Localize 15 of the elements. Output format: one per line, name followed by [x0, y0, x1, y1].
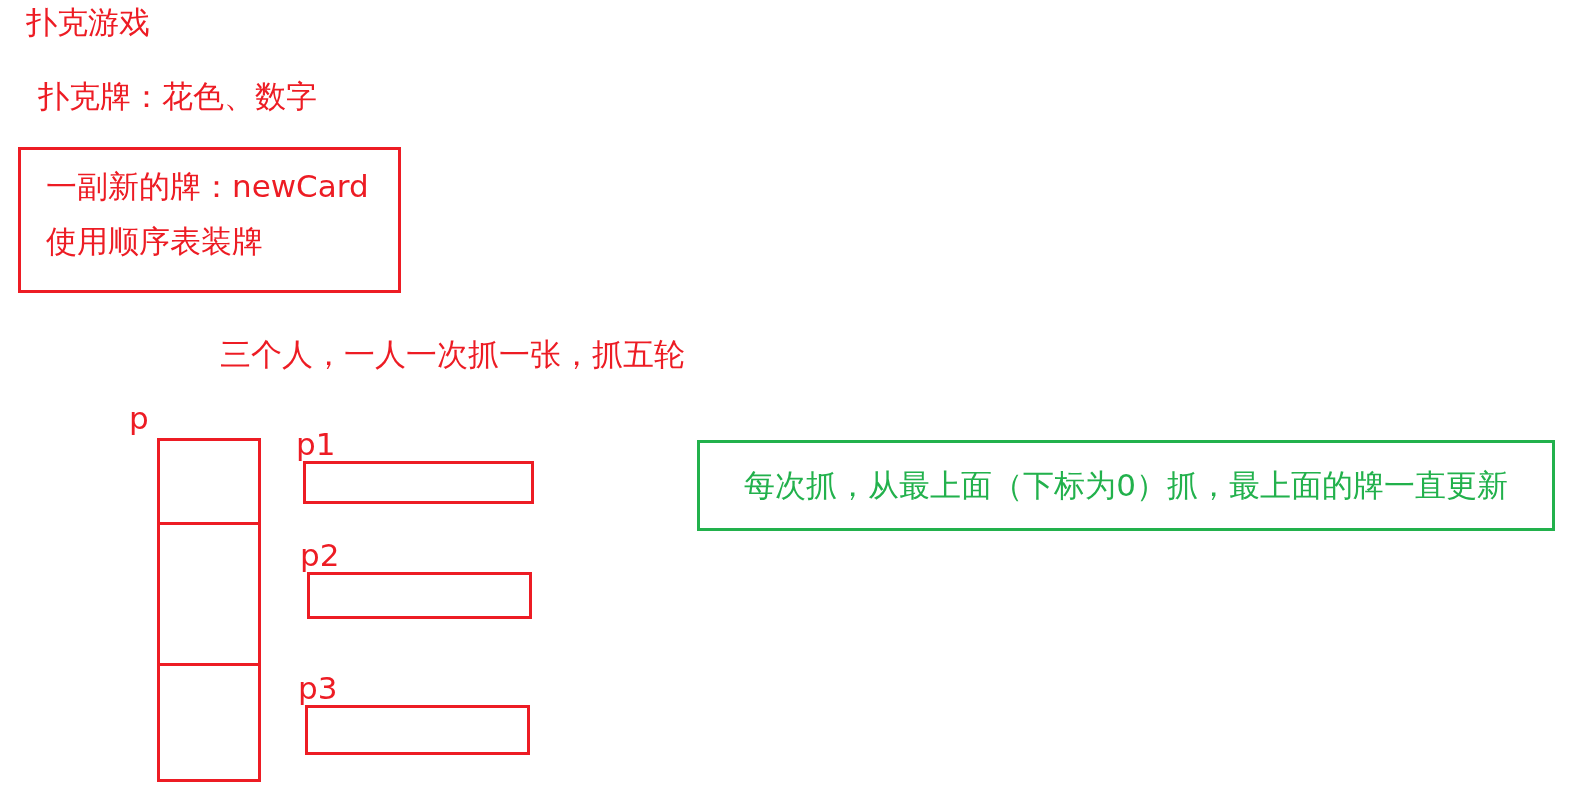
note-text: 三个人，一人一次抓一张，抓五轮 — [220, 336, 685, 374]
text-box — [18, 147, 401, 293]
hand-label: p — [129, 400, 149, 438]
title: 扑克游戏 — [26, 4, 150, 42]
hand-label: p3 — [298, 670, 338, 708]
card-slot — [157, 438, 261, 525]
hand-label: p2 — [300, 537, 340, 575]
card-text: 一副新的牌：newCard — [46, 168, 369, 206]
note-box — [697, 440, 1555, 531]
card-text: 使用顺序表装牌 — [46, 223, 263, 261]
card-slot — [157, 666, 261, 782]
note-text: 每次抓，从最上面（下标为0）抓，最上面的牌一直更新 — [744, 466, 1508, 505]
note-text: 扑克牌：花色、数字 — [38, 78, 317, 116]
hand-label: p1 — [296, 426, 336, 464]
card-slot — [157, 525, 261, 666]
